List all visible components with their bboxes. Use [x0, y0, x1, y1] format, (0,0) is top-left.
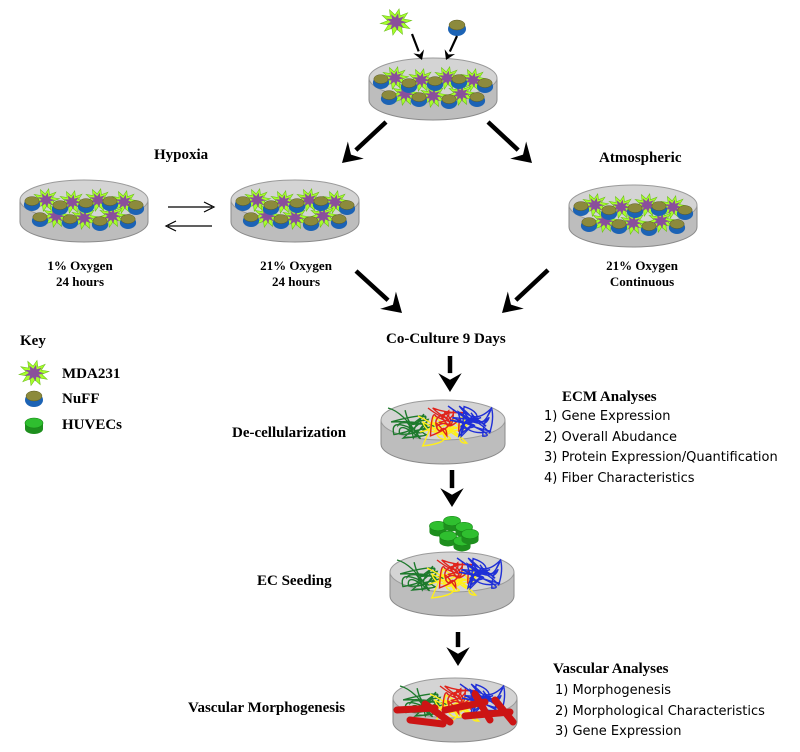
- twenty-one-pct-oxygen-dish: [230, 179, 360, 243]
- nuff-cell-icon: [91, 216, 109, 231]
- vascular-morphogenesis-label: Vascular Morphogenesis: [188, 700, 346, 716]
- nuff-cell-icon: [580, 217, 598, 232]
- nuff-cell-icon: [31, 212, 49, 227]
- huvec-cell-icon: [439, 530, 457, 547]
- top-seeding-dish: [368, 57, 498, 121]
- nuff-cell-icon: [25, 390, 43, 407]
- mda231-cell-icon: [109, 189, 139, 215]
- nuff-cell-icon: [234, 196, 252, 211]
- vascular-analyses-item: 1) Morphogenesis: [555, 683, 672, 698]
- hypoxia-label: Hypoxia: [154, 147, 209, 163]
- nuff-cell-icon: [640, 221, 658, 236]
- nuff-cell-icon: [668, 219, 686, 234]
- nuff-cell-icon: [302, 216, 320, 231]
- nuff-cell-icon: [626, 203, 644, 218]
- vessel-network: [393, 690, 517, 728]
- one-pct-oxygen-line1: 1% Oxygen: [47, 258, 113, 273]
- nuff-cell-icon: [272, 214, 290, 229]
- ecm-fibers: [396, 557, 503, 599]
- nuff-cell-icon: [330, 214, 348, 229]
- nuff-cell-icon: [288, 198, 306, 213]
- ecm-analyses-item: 3) Protein Expression/Quantification: [544, 450, 778, 465]
- nuff-cell-icon: [51, 200, 69, 215]
- nuff-cell-icon: [61, 214, 79, 229]
- nuff-cell-icon: [676, 205, 694, 220]
- nuff-cell-icon: [338, 200, 356, 215]
- nuff-cell-icon: [312, 196, 330, 211]
- one-pct-oxygen-dish: [19, 179, 149, 243]
- decellularized-ecm-dish: [380, 399, 506, 465]
- atmospheric-oxygen-line1: 21% Oxygen: [606, 258, 678, 273]
- atmospheric-oxygen-label: 21% Oxygen Continuous: [582, 258, 702, 290]
- arrow-decell-to-seeding: [440, 470, 464, 507]
- vascular-morphogenesis-dish: [392, 677, 518, 743]
- nuff-cell-icon: [410, 92, 428, 107]
- nuff-cell-icon: [262, 200, 280, 215]
- nuff-cell-icon: [450, 74, 468, 89]
- ecm-analyses-item: 4) Fiber Characteristics: [544, 470, 695, 486]
- arrow-nuff-into-dish: [444, 35, 458, 60]
- vascular-analyses-list: 1) Morphogenesis 2) Morphological Charac…: [555, 681, 765, 743]
- nuff-cell-icon: [101, 196, 119, 211]
- nuff-cell-icon: [426, 76, 444, 91]
- nuff-cell-icon: [476, 78, 494, 93]
- nuff-cell-icon: [440, 94, 458, 109]
- twenty-one-pct-oxygen-line2: 24 hours: [271, 274, 321, 289]
- key-item-huvecs-label: HUVECs: [62, 417, 123, 433]
- mda231-cell-icon: [18, 359, 50, 387]
- nuff-cell-icon: [610, 219, 628, 234]
- decellularization-label: De-cellularization: [232, 425, 347, 441]
- nuff-cell-icon: [119, 214, 137, 229]
- mda231-cell-icon: [458, 67, 488, 93]
- nuff-cell-icon: [77, 198, 95, 213]
- coculture-label: Co-Culture 9 Days: [386, 331, 506, 347]
- mda231-cell-icon: [320, 189, 350, 215]
- mda231-cell-icon: [658, 194, 688, 220]
- nuff-cell-icon: [23, 196, 41, 211]
- arrow-atmospheric-to-coculture: [502, 268, 550, 313]
- vascular-analyses-title: Vascular Analyses: [553, 661, 669, 677]
- arrow-to-atmospheric: [486, 120, 532, 163]
- nuff-cell-icon: [380, 90, 398, 105]
- nuff-cell-icon: [127, 200, 145, 215]
- arrow-to-hypoxia-cycle: [164, 220, 212, 232]
- atmospheric-label: Atmospheric: [599, 150, 682, 166]
- key-item-mda231-label: MDA231: [62, 366, 121, 382]
- huvec-cell-icon: [461, 528, 479, 545]
- one-pct-oxygen-label: 1% Oxygen 24 hours: [20, 258, 140, 290]
- nuff-cell-icon: [572, 201, 590, 216]
- ecm-analyses-item: 1) Gene Expression: [544, 409, 671, 424]
- arrow-to-reoxygenation: [168, 201, 216, 213]
- nuff-cell-icon: [400, 78, 418, 93]
- vascular-analyses-item: 3) Gene Expression: [555, 724, 682, 739]
- twenty-one-pct-oxygen-label: 21% Oxygen 24 hours: [236, 258, 356, 290]
- nuff-cell-icon: [372, 74, 390, 89]
- atmospheric-dish: [568, 184, 698, 248]
- ecm-analyses-item: 2) Overall Abudance: [544, 429, 678, 445]
- huvec-cell-icon: [24, 417, 44, 434]
- arrow-seeding-to-morphogenesis: [446, 632, 470, 666]
- mda231-cell-icon: [379, 8, 413, 36]
- arrow-hypoxia-to-coculture: [354, 269, 402, 313]
- nuff-cell-icon: [650, 201, 668, 216]
- one-pct-oxygen-line2: 24 hours: [55, 274, 105, 289]
- ec-seeded-dish: [389, 551, 515, 617]
- nuff-cell-icon: [468, 92, 486, 107]
- ecm-analyses-title: ECM Analyses: [562, 389, 657, 405]
- nuff-cell-icon: [242, 212, 260, 227]
- twenty-one-pct-oxygen-line1: 21% Oxygen: [260, 258, 332, 273]
- nuff-cell-icon: [600, 205, 618, 220]
- nuff-cell-icon: [448, 19, 466, 36]
- atmospheric-oxygen-line2: Continuous: [609, 274, 675, 289]
- vascular-analyses-item: 2) Morphological Characteristics: [555, 703, 765, 719]
- arrow-to-hypoxia: [342, 120, 388, 163]
- arrow-coculture-to-decell: [438, 356, 462, 392]
- ecm-fibers: [387, 405, 494, 447]
- ecm-analyses-list: 1) Gene Expression 2) Overall Abudance 3…: [544, 407, 778, 489]
- key-item-nuff-label: NuFF: [62, 391, 100, 407]
- arrow-mda-into-dish: [410, 33, 425, 60]
- key-title: Key: [20, 333, 46, 349]
- ec-seeding-label: EC Seeding: [257, 573, 332, 589]
